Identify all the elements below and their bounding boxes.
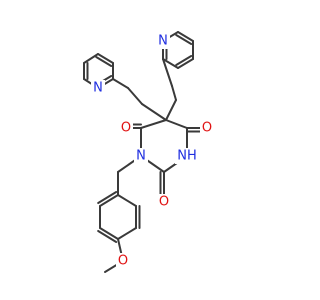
- atom-label: N: [158, 34, 168, 49]
- bond-L3-L4: [83, 53, 99, 64]
- bond-B1-B2: [99, 194, 119, 207]
- atom-o-c2: O: [157, 194, 171, 210]
- bond-B6-B1: [117, 194, 137, 207]
- bond-E1-E2: [127, 87, 143, 105]
- atom-o-c4: O: [119, 120, 133, 136]
- bond-R4-R5: [175, 54, 193, 66]
- atom-layer: N N O O N NH O O: [91, 33, 214, 269]
- atom-label: N: [136, 149, 146, 164]
- bond-L4-L5: [95, 56, 113, 68]
- atom-label: O: [159, 195, 169, 210]
- bond-E3-E4: [171, 85, 177, 101]
- bond-B3-B4: [97, 229, 118, 243]
- bond-R2-R3: [175, 34, 193, 46]
- bond-B4-B5: [117, 227, 137, 240]
- atom-label: O: [118, 254, 128, 269]
- molecule-structure: N N O O N NH O O: [83, 31, 214, 273]
- bond-R5-R6: [162, 58, 179, 69]
- bond-E2-C5: [141, 103, 167, 121]
- atom-nh3: NH: [175, 148, 199, 164]
- bond-layer: [83, 31, 208, 273]
- bond-L6-E1: [112, 78, 129, 89]
- bond-B3-B4: [99, 227, 119, 240]
- atom-n-pyridine-right: N: [156, 33, 170, 49]
- atom-n-pyridine-left: N: [91, 80, 105, 96]
- bond-C5-C4: [140, 119, 167, 129]
- bond-L4-L5: [97, 53, 114, 64]
- bond-B1-B2: [97, 191, 118, 205]
- bond-R6-E3: [162, 58, 173, 87]
- bond-R4-R5: [177, 58, 194, 69]
- atom-o-c6: O: [200, 120, 214, 136]
- atom-label: N: [93, 81, 103, 96]
- bond-C6-C5: [165, 119, 188, 129]
- bond-R2-R3: [177, 31, 194, 42]
- atom-label: NH: [177, 149, 197, 164]
- bond-E4-C5: [165, 99, 177, 121]
- atom-label: O: [202, 121, 212, 136]
- atom-o-methoxy: O: [116, 253, 130, 269]
- atom-label: O: [121, 121, 131, 136]
- atom-n1: N: [134, 148, 148, 164]
